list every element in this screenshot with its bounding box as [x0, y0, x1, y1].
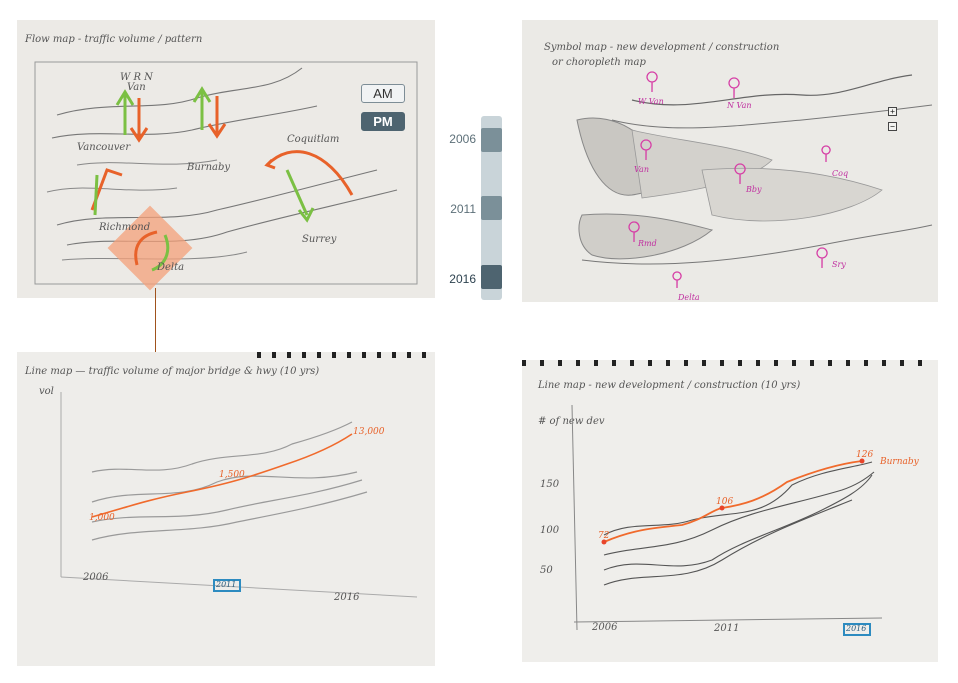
svg-text:100: 100 — [540, 525, 560, 536]
traffic-chart-title: Line map — traffic volume of major bridg… — [24, 366, 319, 377]
selected-year-box[interactable] — [843, 623, 871, 636]
selected-year-label: 2016 — [846, 624, 867, 633]
svg-text:Van: Van — [127, 82, 146, 93]
development-chart-title: Line map - new development / constructio… — [537, 380, 800, 391]
svg-text:Van: Van — [634, 165, 649, 174]
svg-text:126: 126 — [856, 450, 873, 460]
svg-text:W Van: W Van — [638, 97, 664, 106]
svg-text:150: 150 — [540, 479, 560, 490]
svg-text:Coq: Coq — [832, 169, 848, 178]
svg-text:1,500: 1,500 — [219, 470, 245, 480]
svg-text:# of new dev: # of new dev — [538, 416, 605, 427]
svg-text:2011: 2011 — [713, 623, 739, 634]
selected-year-label: 2011 — [216, 580, 237, 589]
svg-text:Sry: Sry — [832, 260, 846, 269]
svg-text:Burnaby: Burnaby — [186, 162, 230, 173]
svg-text:or choropleth map: or choropleth map — [552, 57, 646, 68]
timeline-tick-2006[interactable] — [481, 128, 502, 152]
symbol-map-sketch: Symbol map - new development / construct… — [522, 20, 938, 302]
svg-text:Burnaby: Burnaby — [879, 457, 920, 467]
svg-text:Bby: Bby — [745, 185, 762, 194]
svg-text:13,000: 13,000 — [353, 427, 385, 437]
svg-text:Vancouver: Vancouver — [77, 142, 131, 153]
selected-year-box[interactable] — [213, 579, 241, 592]
svg-text:Rmd: Rmd — [637, 239, 657, 248]
timeline-tick-2011[interactable] — [481, 196, 502, 220]
timeline-label-2016: 2016 — [449, 272, 476, 286]
svg-text:1,000: 1,000 — [89, 513, 115, 523]
timeline-label-2011: 2011 — [450, 202, 476, 216]
zoom-out-button[interactable]: − — [888, 122, 897, 131]
svg-text:72: 72 — [598, 531, 610, 541]
flow-map-sketch: Flow map - traffic volume / pattern W R … — [17, 20, 435, 298]
svg-text:Richmond: Richmond — [98, 222, 150, 233]
svg-text:2016: 2016 — [333, 592, 360, 603]
svg-text:2006: 2006 — [591, 622, 618, 633]
svg-text:Coquitlam: Coquitlam — [287, 134, 339, 145]
am-toggle-button[interactable]: AM — [361, 84, 405, 103]
pm-toggle-button[interactable]: PM — [361, 112, 405, 131]
svg-text:106: 106 — [716, 497, 733, 507]
traffic-line-chart-sketch: Line map — traffic volume of major bridg… — [17, 352, 435, 666]
svg-text:2006: 2006 — [82, 572, 109, 583]
development-line-chart-sketch: Line map - new development / constructio… — [522, 360, 938, 662]
timeline-label-2006: 2006 — [449, 132, 476, 146]
svg-text:vol: vol — [39, 386, 54, 397]
svg-text:Surrey: Surrey — [302, 234, 337, 245]
svg-text:N Van: N Van — [726, 101, 752, 110]
svg-text:Delta: Delta — [677, 293, 700, 302]
flow-map-title: Flow map - traffic volume / pattern — [24, 34, 202, 45]
svg-text:Delta: Delta — [156, 262, 184, 273]
zoom-in-button[interactable]: + — [888, 107, 897, 116]
svg-text:W R N: W R N — [120, 72, 154, 83]
timeline-tick-2016[interactable] — [481, 265, 502, 289]
svg-text:50: 50 — [540, 565, 553, 576]
symbol-map-title: Symbol map - new development / construct… — [544, 42, 779, 53]
